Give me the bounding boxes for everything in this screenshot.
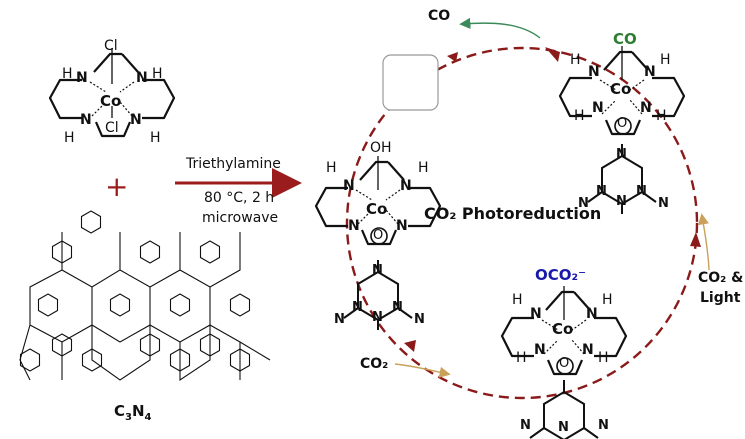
c3n4-rings — [19, 210, 251, 372]
h-atom-label: H — [418, 160, 429, 176]
cocl2-complex — [48, 48, 176, 138]
h-atom-label: H — [152, 66, 163, 82]
n-atom-label: N — [343, 178, 355, 194]
cycle-title: CO₂ Photoreduction — [424, 204, 602, 223]
h-atom-label: H — [62, 66, 73, 82]
h-atom-label: H — [64, 130, 75, 146]
conditions-label: 80 °C, 2 h — [204, 190, 275, 206]
n-atom-label: N — [578, 196, 589, 211]
cycle-ring — [345, 46, 699, 400]
o-atom-label: O — [373, 228, 384, 243]
n-atom-label: N — [658, 196, 669, 211]
n-atom-label: N — [640, 100, 652, 116]
n-atom-label: N — [592, 100, 604, 116]
c3n4-sheet — [19, 232, 271, 382]
co-out-label: CO — [428, 8, 451, 24]
n-atom-label: N — [400, 178, 412, 194]
oco2-ligand-label: OCO₂⁻ — [535, 266, 586, 284]
n-atom-label: N — [414, 312, 425, 327]
n-atom-label: N — [588, 64, 600, 80]
o-atom-label: O — [617, 116, 628, 131]
vacant-site-box — [382, 54, 439, 111]
co-atom-label: Co — [366, 200, 388, 218]
co2-light-label-line2: Light — [700, 290, 741, 306]
n-atom-label: N — [598, 418, 609, 433]
plus-sign: + — [105, 170, 129, 203]
co2-light-label-line1: CO₂ & — [698, 270, 744, 286]
n-atom-label: N — [372, 263, 383, 278]
h-atom-label: H — [326, 160, 337, 176]
method-label: microwave — [202, 210, 279, 226]
n-atom-label: N — [520, 418, 531, 433]
c3n4-label: C3N4 — [114, 402, 152, 423]
n-atom-label: N — [372, 310, 383, 325]
h-atom-label: H — [660, 52, 671, 68]
oh-complex — [314, 156, 442, 246]
n-atom-label: N — [334, 312, 345, 327]
n-atom-label: N — [530, 306, 542, 322]
n-atom-label: N — [352, 300, 363, 315]
n-atom-label: N — [80, 112, 92, 128]
h-atom-label: H — [598, 350, 609, 366]
n-atom-label: N — [596, 184, 607, 199]
co2-input-arrow — [394, 363, 451, 378]
co-ligand-label: CO — [613, 30, 637, 48]
n-atom-label: N — [644, 64, 656, 80]
h-atom-label: H — [512, 292, 523, 308]
oco2-complex — [500, 286, 628, 376]
n-atom-label: N — [636, 184, 647, 199]
co-atom-label: Co — [552, 320, 574, 338]
n-atom-label: N — [616, 194, 627, 209]
n-atom-label: N — [136, 70, 148, 86]
n-atom-label: N — [558, 420, 569, 435]
h-atom-label: H — [574, 108, 585, 124]
cl-top-label: Cl — [104, 38, 118, 54]
n-atom-label: N — [392, 300, 403, 315]
co-release-arrow — [459, 17, 541, 39]
reagent-label: Triethylamine — [186, 156, 281, 172]
h-atom-label: H — [150, 130, 161, 146]
n-atom-label: N — [534, 342, 546, 358]
h-atom-label: H — [602, 292, 613, 308]
co-complex — [558, 46, 686, 136]
n-atom-label: N — [76, 70, 88, 86]
n-atom-label: N — [396, 218, 408, 234]
h-atom-label: H — [516, 350, 527, 366]
h-atom-label: H — [570, 52, 581, 68]
co2-in-label: CO₂ — [360, 356, 389, 372]
co2-light-arrow — [697, 213, 710, 271]
n-atom-label: N — [586, 306, 598, 322]
n-atom-label: N — [348, 218, 360, 234]
o-atom-label: O — [559, 356, 570, 371]
co-atom-label: Co — [610, 80, 632, 98]
h-atom-label: H — [656, 108, 667, 124]
co-atom-label: Co — [100, 92, 122, 110]
n-atom-label: N — [130, 112, 142, 128]
n-atom-label: N — [616, 147, 627, 162]
n-atom-label: N — [582, 342, 594, 358]
cl-bottom-label: Cl — [105, 120, 119, 136]
oh-label: OH — [370, 140, 392, 156]
